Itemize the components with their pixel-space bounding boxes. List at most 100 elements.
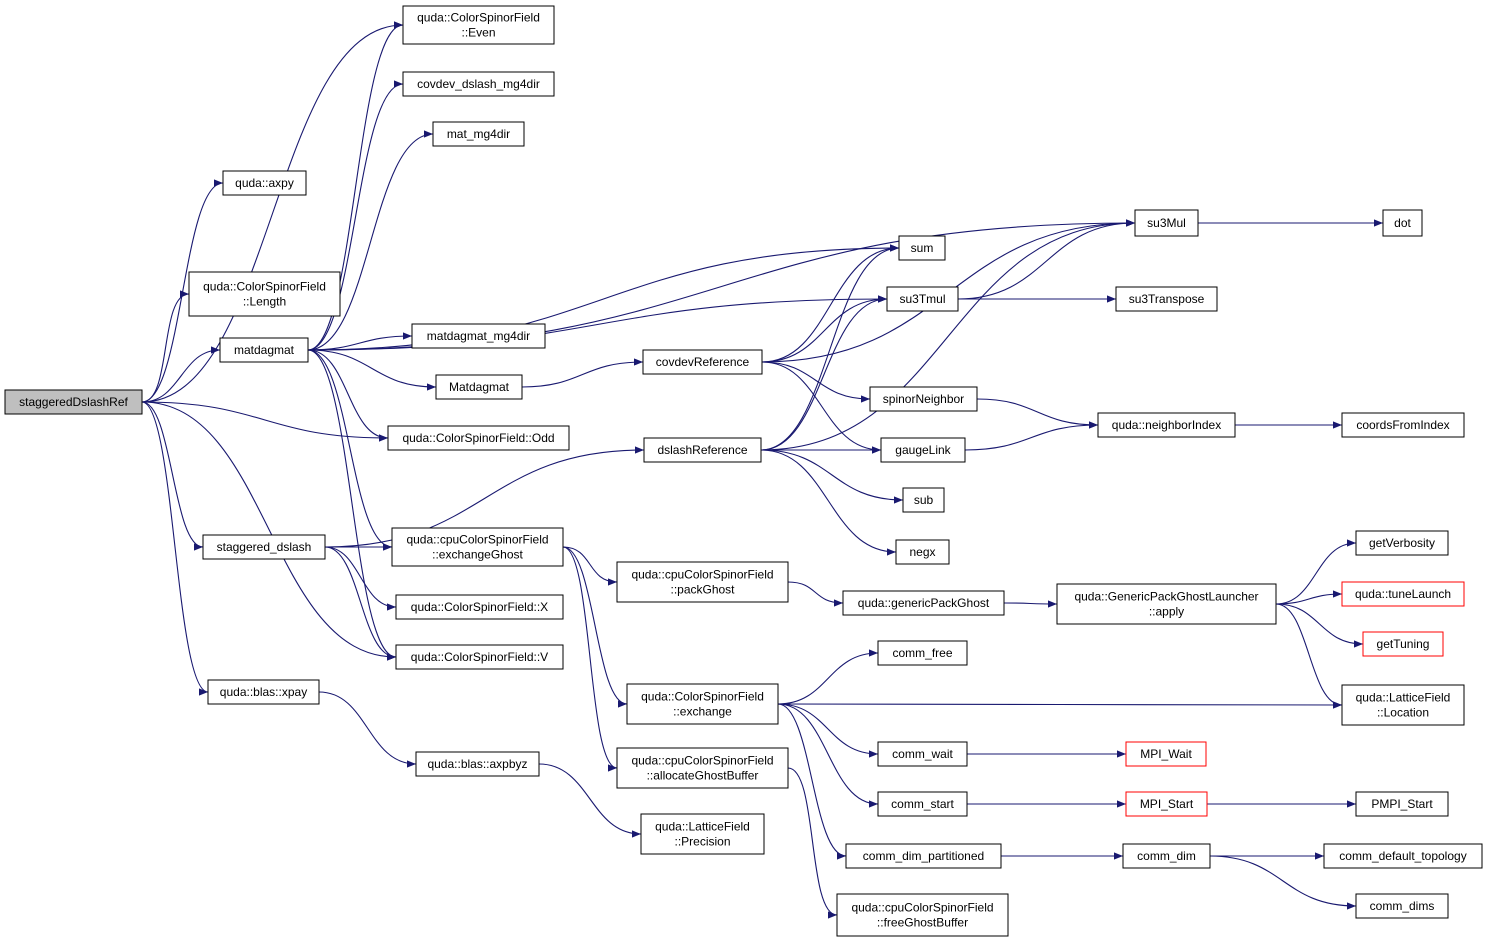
node-label-line-1: quda::neighborIndex [1112, 418, 1221, 432]
node-label-line-1: su3Tmul [899, 292, 945, 306]
node-box [402, 71, 555, 97]
node-colorspinorfield-even[interactable]: quda::ColorSpinorField::Even [402, 5, 555, 45]
node-su3tmul[interactable]: su3Tmul [886, 286, 959, 312]
node-colorspinorfield-odd[interactable]: quda::ColorSpinorField::Odd [387, 425, 570, 451]
edge-cpu-exchangeghost-to-colorspinorfield-exchange [562, 546, 628, 708]
edge-matdagmat-to-cpu-exchangeghost [307, 349, 393, 551]
node-negx[interactable]: negx [895, 539, 950, 565]
node-covdevreference[interactable]: covdevReference [642, 349, 763, 375]
node-cpu-freeghostbuffer[interactable]: quda::cpuColorSpinorField::freeGhostBuff… [836, 893, 1009, 937]
edge-dslashreference-to-su3mul [760, 219, 1136, 451]
node-label-line-1: comm_dims [1370, 899, 1435, 913]
edge-cpu-exchangeghost-to-cpu-packghost [562, 546, 618, 586]
node-colorspinorfield-length[interactable]: quda::ColorSpinorField::Length [188, 271, 341, 317]
node-genericpackghost[interactable]: quda::genericPackGhost [842, 590, 1005, 616]
node-dot[interactable]: dot [1382, 209, 1423, 237]
node-getverbosity[interactable]: getVerbosity [1355, 530, 1449, 556]
edge-colorspinorfield-exchange-to-comm-dim-partitioned [777, 703, 847, 860]
node-comm-dim[interactable]: comm_dim [1122, 843, 1211, 869]
node-su3mul[interactable]: su3Mul [1134, 209, 1199, 237]
node-layer: staggeredDslashRefquda::ColorSpinorField… [4, 5, 1483, 937]
node-box [395, 594, 564, 620]
node-box [626, 683, 779, 725]
edge-staggered-dslash-to-colorspinorfield-x [324, 546, 397, 611]
edge-staggereddslashref-to-colorspinorfield-even [141, 21, 404, 403]
node-label-line-1: quda::ColorSpinorField::Odd [402, 431, 554, 445]
node-label-line-1: su3Mul [1147, 216, 1186, 230]
node-blas-xpay[interactable]: quda::blas::xpay [207, 679, 320, 705]
node-colorspinorfield-exchange[interactable]: quda::ColorSpinorField::exchange [626, 683, 779, 725]
node-box [1355, 530, 1449, 556]
node-matdagmat[interactable]: Matdagmat [435, 374, 523, 400]
node-label-line-1: quda::cpuColorSpinorField [851, 901, 993, 915]
edge-genericpackghostlauncher-apply-to-tunelaunch [1275, 590, 1343, 605]
node-colorspinorfield-x[interactable]: quda::ColorSpinorField::X [395, 594, 564, 620]
node-blas-axpbyz[interactable]: quda::blas::axpbyz [415, 751, 540, 777]
node-colorspinorfield-v[interactable]: quda::ColorSpinorField::V [395, 644, 564, 670]
edge-comm-dim-to-comm-dims [1209, 855, 1357, 910]
node-cpu-allocateghostbuffer[interactable]: quda::cpuColorSpinorField::allocateGhost… [616, 747, 789, 789]
node-pmpi-start[interactable]: PMPI_Start [1355, 791, 1449, 817]
node-staggered-dslash[interactable]: staggered_dslash [202, 534, 326, 560]
node-label-line-2: ::apply [1149, 605, 1184, 619]
node-spinorneighbor[interactable]: spinorNeighbor [869, 386, 978, 412]
node-label-line-2: ::allocateGhostBuffer [647, 769, 759, 783]
node-axpy[interactable]: quda::axpy [222, 170, 307, 196]
edge-staggered-dslash-to-dslashreference [324, 446, 645, 548]
edge-matdagmat-to-su3tmul [307, 295, 888, 351]
node-covdev-dslash-mg4dir[interactable]: covdev_dslash_mg4dir [402, 71, 555, 97]
node-comm-dim-partitioned[interactable]: comm_dim_partitioned [845, 843, 1002, 869]
node-label-line-1: quda::ColorSpinorField [417, 11, 540, 25]
node-label-line-2: ::exchangeGhost [432, 548, 523, 562]
node-comm-start[interactable]: comm_start [877, 791, 968, 817]
node-mpi-wait[interactable]: MPI_Wait [1125, 741, 1207, 767]
node-box [842, 590, 1005, 616]
node-neighborindex[interactable]: quda::neighborIndex [1097, 412, 1236, 438]
node-label-line-1: sum [911, 241, 934, 255]
node-box [411, 323, 546, 349]
node-label-line-1: comm_wait [892, 747, 953, 761]
node-cpu-packghost[interactable]: quda::cpuColorSpinorField::packGhost [616, 561, 789, 603]
node-box [1097, 412, 1236, 438]
node-label-line-1: staggeredDslashRef [19, 395, 128, 409]
node-label-line-1: quda::blas::xpay [220, 685, 307, 699]
node-comm-default-topology[interactable]: comm_default_topology [1323, 843, 1483, 869]
node-box [1362, 631, 1444, 657]
node-box [222, 170, 307, 196]
edge-covdevreference-to-gaugelink [761, 361, 882, 454]
node-box [1355, 893, 1449, 919]
node-label-line-1: quda::ColorSpinorField [641, 690, 764, 704]
node-box [880, 437, 966, 463]
node-staggereddslashref[interactable]: staggeredDslashRef [4, 389, 143, 415]
node-comm-free[interactable]: comm_free [877, 640, 968, 666]
node-box [188, 271, 341, 317]
node-label-line-1: comm_dim [1137, 849, 1196, 863]
node-label-line-1: coordsFromIndex [1356, 418, 1449, 432]
node-comm-wait[interactable]: comm_wait [877, 741, 968, 767]
node-latticefield-precision[interactable]: quda::LatticeField::Precision [640, 813, 765, 855]
node-sub[interactable]: sub [902, 487, 945, 513]
node-su3transpose[interactable]: su3Transpose [1115, 286, 1218, 312]
node-gaugelink[interactable]: gaugeLink [880, 437, 966, 463]
node-gettuning[interactable]: getTuning [1362, 631, 1444, 657]
node-label-line-1: sub [914, 493, 934, 507]
node-mat-mg4dir[interactable]: mat_mg4dir [432, 121, 525, 147]
node-matdagmat-mg4dir[interactable]: matdagmat_mg4dir [411, 323, 546, 349]
node-matdagmat[interactable]: matdagmat [219, 337, 309, 363]
node-genericpackghostlauncher-apply[interactable]: quda::GenericPackGhostLauncher::apply [1056, 583, 1277, 625]
node-box [877, 791, 968, 817]
node-tunelaunch[interactable]: quda::tuneLaunch [1341, 581, 1465, 607]
node-box [207, 679, 320, 705]
edge-dslashreference-to-sum [760, 244, 900, 451]
node-box [640, 813, 765, 855]
node-box [219, 337, 309, 363]
node-mpi-start[interactable]: MPI_Start [1125, 791, 1208, 817]
node-comm-dims[interactable]: comm_dims [1355, 893, 1449, 919]
node-dslashreference[interactable]: dslashReference [643, 437, 762, 463]
node-sum[interactable]: sum [898, 235, 946, 261]
node-coordsfromindex[interactable]: coordsFromIndex [1341, 412, 1465, 438]
node-box [836, 893, 1009, 937]
node-latticefield-location[interactable]: quda::LatticeField::Location [1341, 684, 1465, 726]
node-cpu-exchangeghost[interactable]: quda::cpuColorSpinorField::exchangeGhost [391, 527, 564, 567]
node-label-line-1: comm_start [891, 797, 954, 811]
